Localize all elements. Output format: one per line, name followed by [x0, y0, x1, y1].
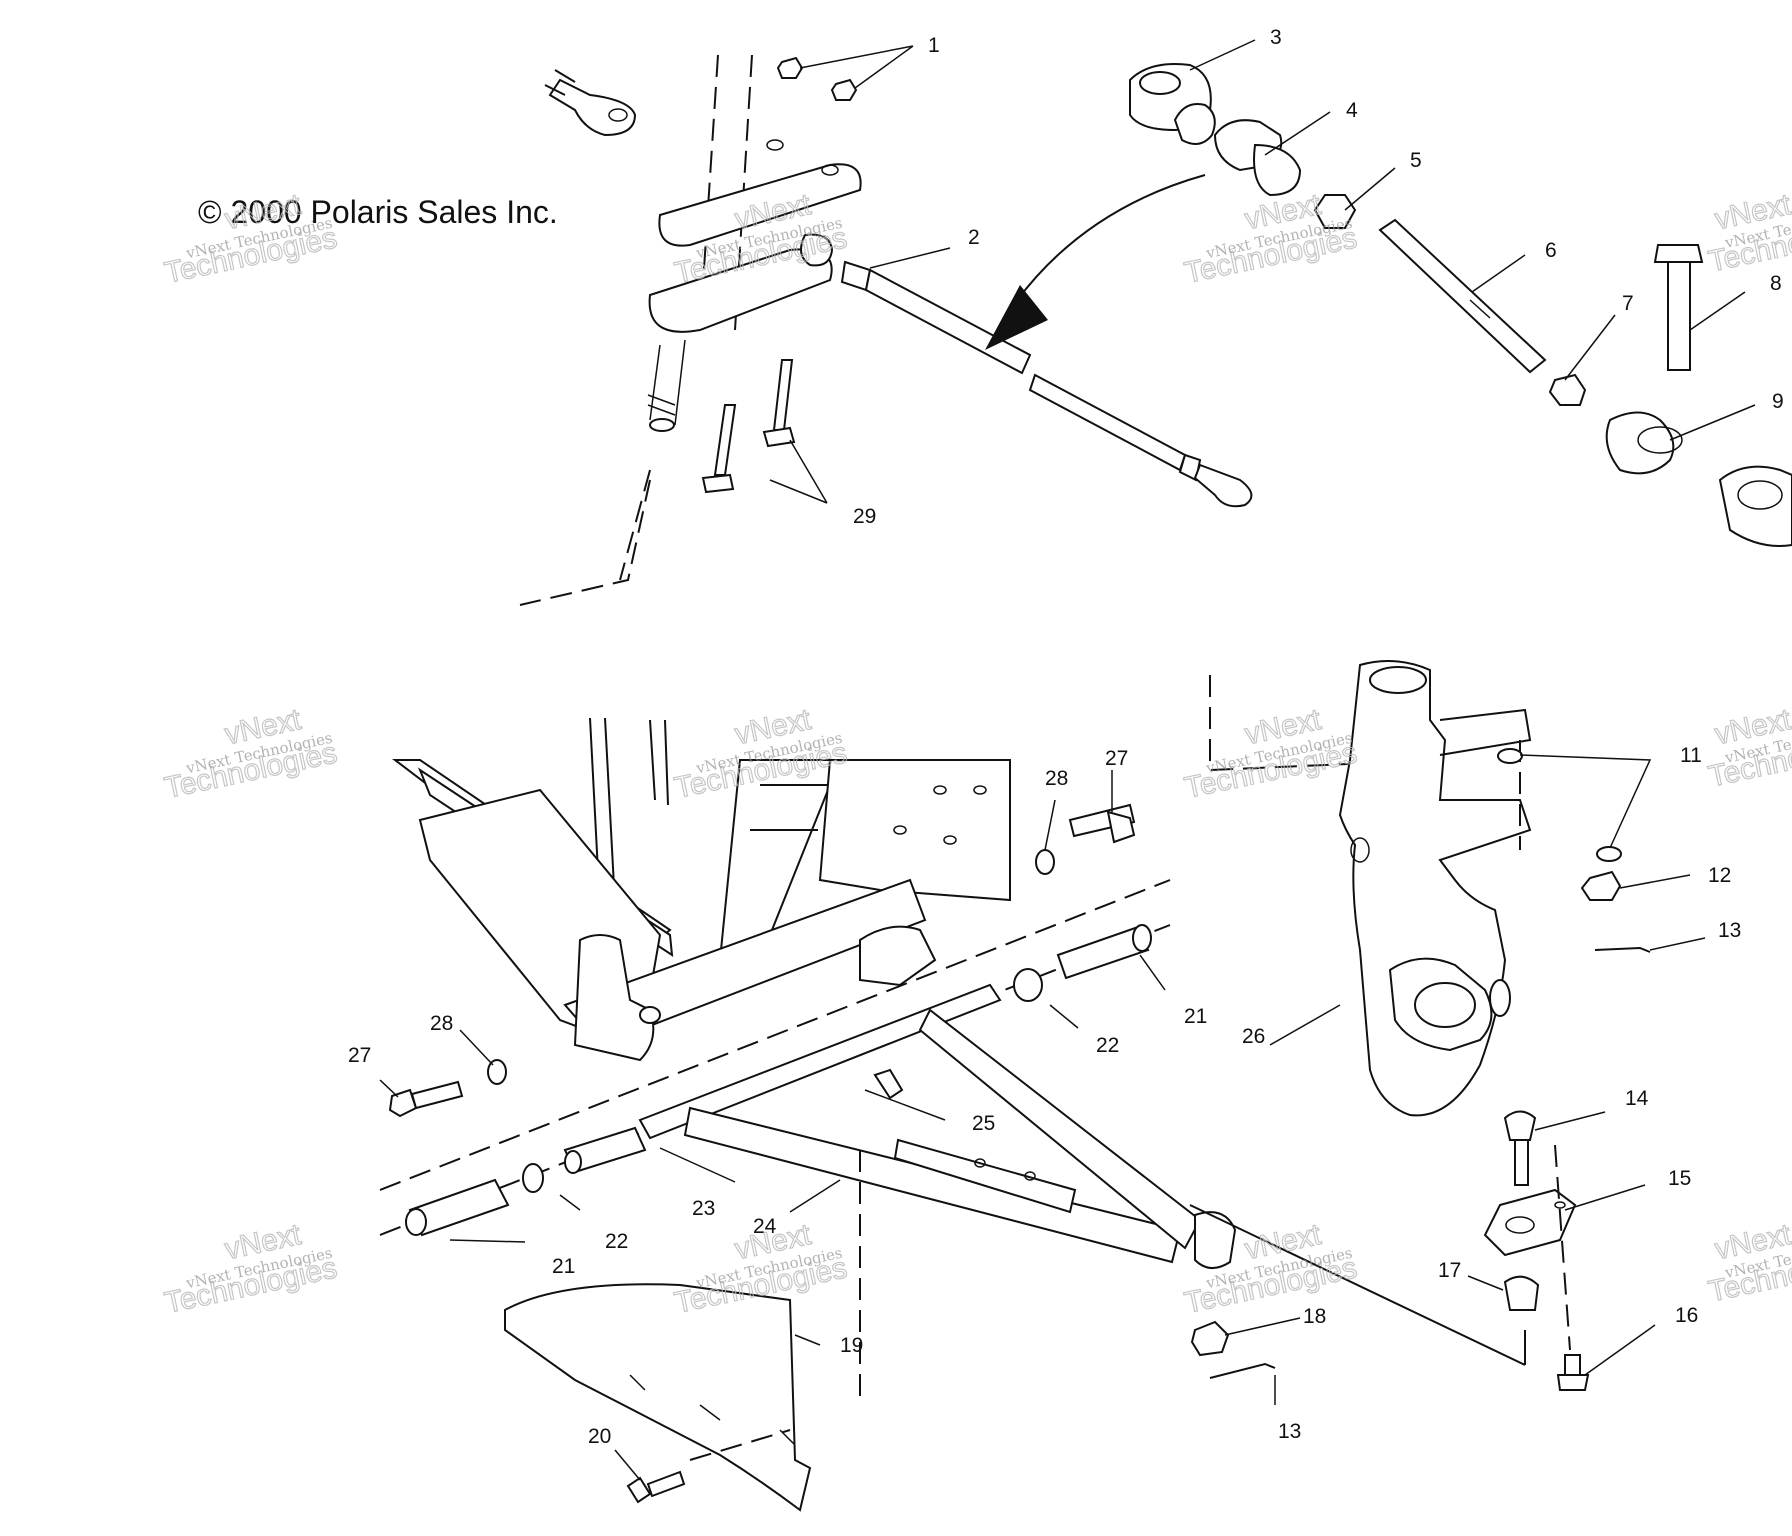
spindle-26: [1209, 660, 1532, 1117]
watermark: vNext Technologies vNext Technologies: [161, 702, 340, 805]
pivot-tube-21-right: [1056, 924, 1152, 980]
callout-16: 16: [1675, 1304, 1698, 1327]
grease-fitting-25: [873, 1068, 904, 1100]
bolt-27-right: [1068, 803, 1136, 844]
watermark: vNext Technologies vNext Technologies: [1705, 1217, 1792, 1309]
callout-labels: 1 2 3 4 5 6 7 8 9 11 12 13 14 15 16 17 1…: [348, 26, 1784, 1448]
callout-13-upper: 13: [1718, 919, 1741, 942]
callout-5: 5: [1410, 149, 1422, 172]
pivot-tube-21-left: [405, 1178, 510, 1237]
screw-20: [626, 1470, 686, 1504]
callout-7: 7: [1622, 292, 1634, 315]
bolt-27-left: [388, 1080, 464, 1118]
washer-28-right: [1035, 849, 1055, 875]
callout-19: 19: [840, 1334, 863, 1357]
washer-28-left: [487, 1059, 507, 1085]
callout-2: 2: [968, 226, 980, 249]
callout-27-left: 27: [348, 1044, 371, 1067]
callout-11: 11: [1680, 744, 1702, 767]
callout-27-right: 27: [1105, 747, 1128, 770]
watermark: vNext Technologies vNext Technologies: [1181, 702, 1360, 805]
callout-17: 17: [1438, 1259, 1461, 1282]
bolt-8: [1653, 244, 1704, 371]
callout-9: 9: [1772, 390, 1784, 413]
a-arm-24: [379, 879, 1237, 1269]
tie-rod-assembly-right: [1129, 63, 1792, 547]
steering-post-group: [519, 54, 862, 606]
assembly-arrow: [985, 174, 1206, 350]
bolt-14: [1503, 1110, 1537, 1186]
callout-14: 14: [1625, 1087, 1649, 1110]
nut-pair-1: [776, 56, 858, 101]
bolts-29: [701, 359, 796, 494]
bushing-23: [563, 1126, 647, 1174]
ball-joint-17: [1503, 1275, 1540, 1311]
callout-24: 24: [753, 1215, 777, 1238]
ball-joint-plate-15: [1483, 1188, 1577, 1257]
callout-26: 26: [1242, 1025, 1265, 1048]
watermark: vNext Technologies vNext Technologies: [1705, 187, 1792, 279]
lower-assembly-lines: [1189, 1144, 1571, 1366]
screw-16: [1556, 1354, 1590, 1391]
callout-15: 15: [1668, 1167, 1691, 1190]
callout-1: 1: [928, 34, 940, 57]
washers-11: [1497, 748, 1622, 862]
callout-21-left: 21: [552, 1255, 575, 1278]
frame-structure: [392, 717, 1011, 1062]
leader-lines: [379, 39, 1756, 1481]
callout-28-right: 28: [1045, 767, 1068, 790]
callout-13-lower: 13: [1278, 1420, 1301, 1443]
callout-3: 3: [1270, 26, 1282, 49]
callout-20: 20: [588, 1425, 611, 1448]
callout-22-right: 22: [1096, 1034, 1119, 1057]
washer-22-right: [1013, 968, 1043, 1002]
castle-nut-18: [1190, 1320, 1230, 1357]
callout-25: 25: [972, 1112, 995, 1135]
watermark: vNext Technologies vNext Technologies: [1705, 702, 1792, 794]
tie-rod-2: [800, 233, 1253, 508]
callout-22-left: 22: [605, 1230, 628, 1253]
skid-plate-19: [504, 1150, 861, 1512]
copyright-text: © 2000 Polaris Sales Inc.: [198, 194, 558, 230]
watermark: vNext Technologies vNext Technologies: [161, 1217, 340, 1320]
callout-21-right: 21: [1184, 1005, 1207, 1028]
cotter-pin-13-upper: [1594, 946, 1651, 953]
callout-8: 8: [1770, 272, 1782, 295]
callout-29: 29: [853, 505, 876, 528]
castle-nut-12: [1580, 870, 1622, 901]
cotter-pin-13-lower: [1209, 1362, 1276, 1379]
callout-28-left: 28: [430, 1012, 453, 1035]
callout-6: 6: [1545, 239, 1557, 262]
callout-12: 12: [1708, 864, 1731, 887]
tie-rod-end-left: [544, 69, 637, 137]
washer-22-left: [522, 1163, 544, 1193]
callout-23: 23: [692, 1197, 715, 1220]
callout-4: 4: [1346, 99, 1358, 122]
callout-18: 18: [1303, 1305, 1326, 1328]
